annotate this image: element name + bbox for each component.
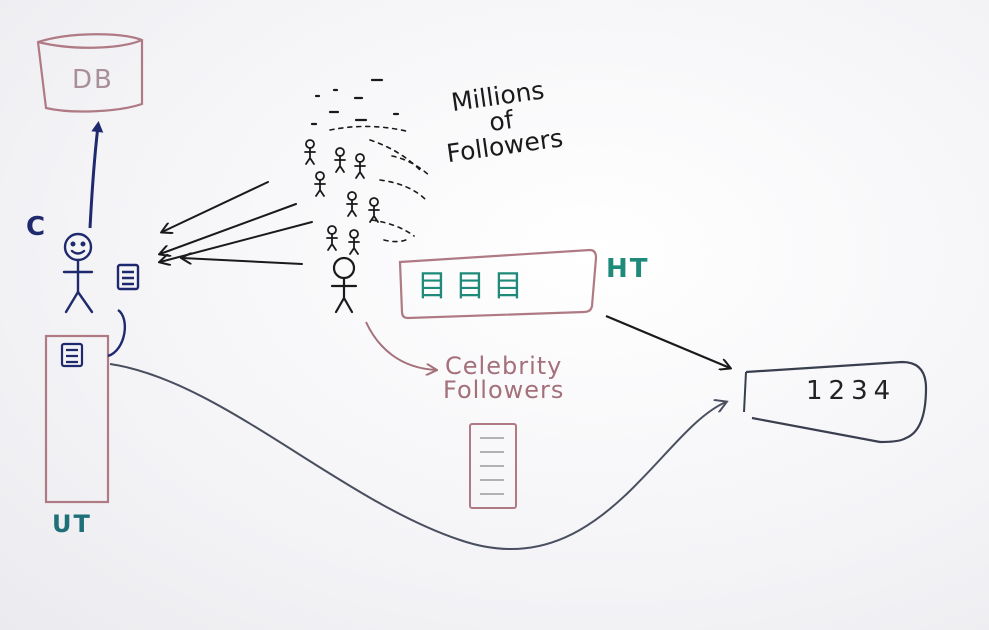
queue-box-left-edge: [743, 371, 747, 413]
followers-crowd: [304, 78, 431, 255]
db-cylinder: [36, 33, 144, 113]
follower-request-arrows: [160, 181, 313, 264]
user-to-ut-curve: [107, 309, 126, 358]
queue-numbers-label: 1234: [806, 376, 897, 406]
ut-to-queue-curve: [109, 363, 726, 550]
ht-label: HT: [606, 254, 650, 284]
c-label: C: [26, 212, 46, 242]
user-to-db-arrow: [88, 121, 104, 229]
ht-feed-icons: 目目目: [417, 269, 531, 304]
celebrity-followers-label: Celebrity Followers: [443, 352, 565, 404]
celebrity-followers-list: [469, 423, 517, 509]
ht-box: [398, 248, 598, 320]
tweet-doc-icon: [116, 263, 140, 291]
millions-of-followers-label: Millions of Followers: [444, 75, 565, 169]
user-stick-figure: [62, 232, 94, 314]
ut-label: UT: [52, 510, 92, 538]
ut-doc-icon: [60, 342, 84, 368]
db-label: DB: [72, 65, 114, 95]
ut-box: [44, 334, 110, 504]
ht-to-queue-arrow: [605, 314, 730, 368]
celebrity-arrow: [365, 321, 436, 370]
queue-box: [745, 360, 928, 444]
celebrity-stick-figure: [330, 256, 358, 314]
